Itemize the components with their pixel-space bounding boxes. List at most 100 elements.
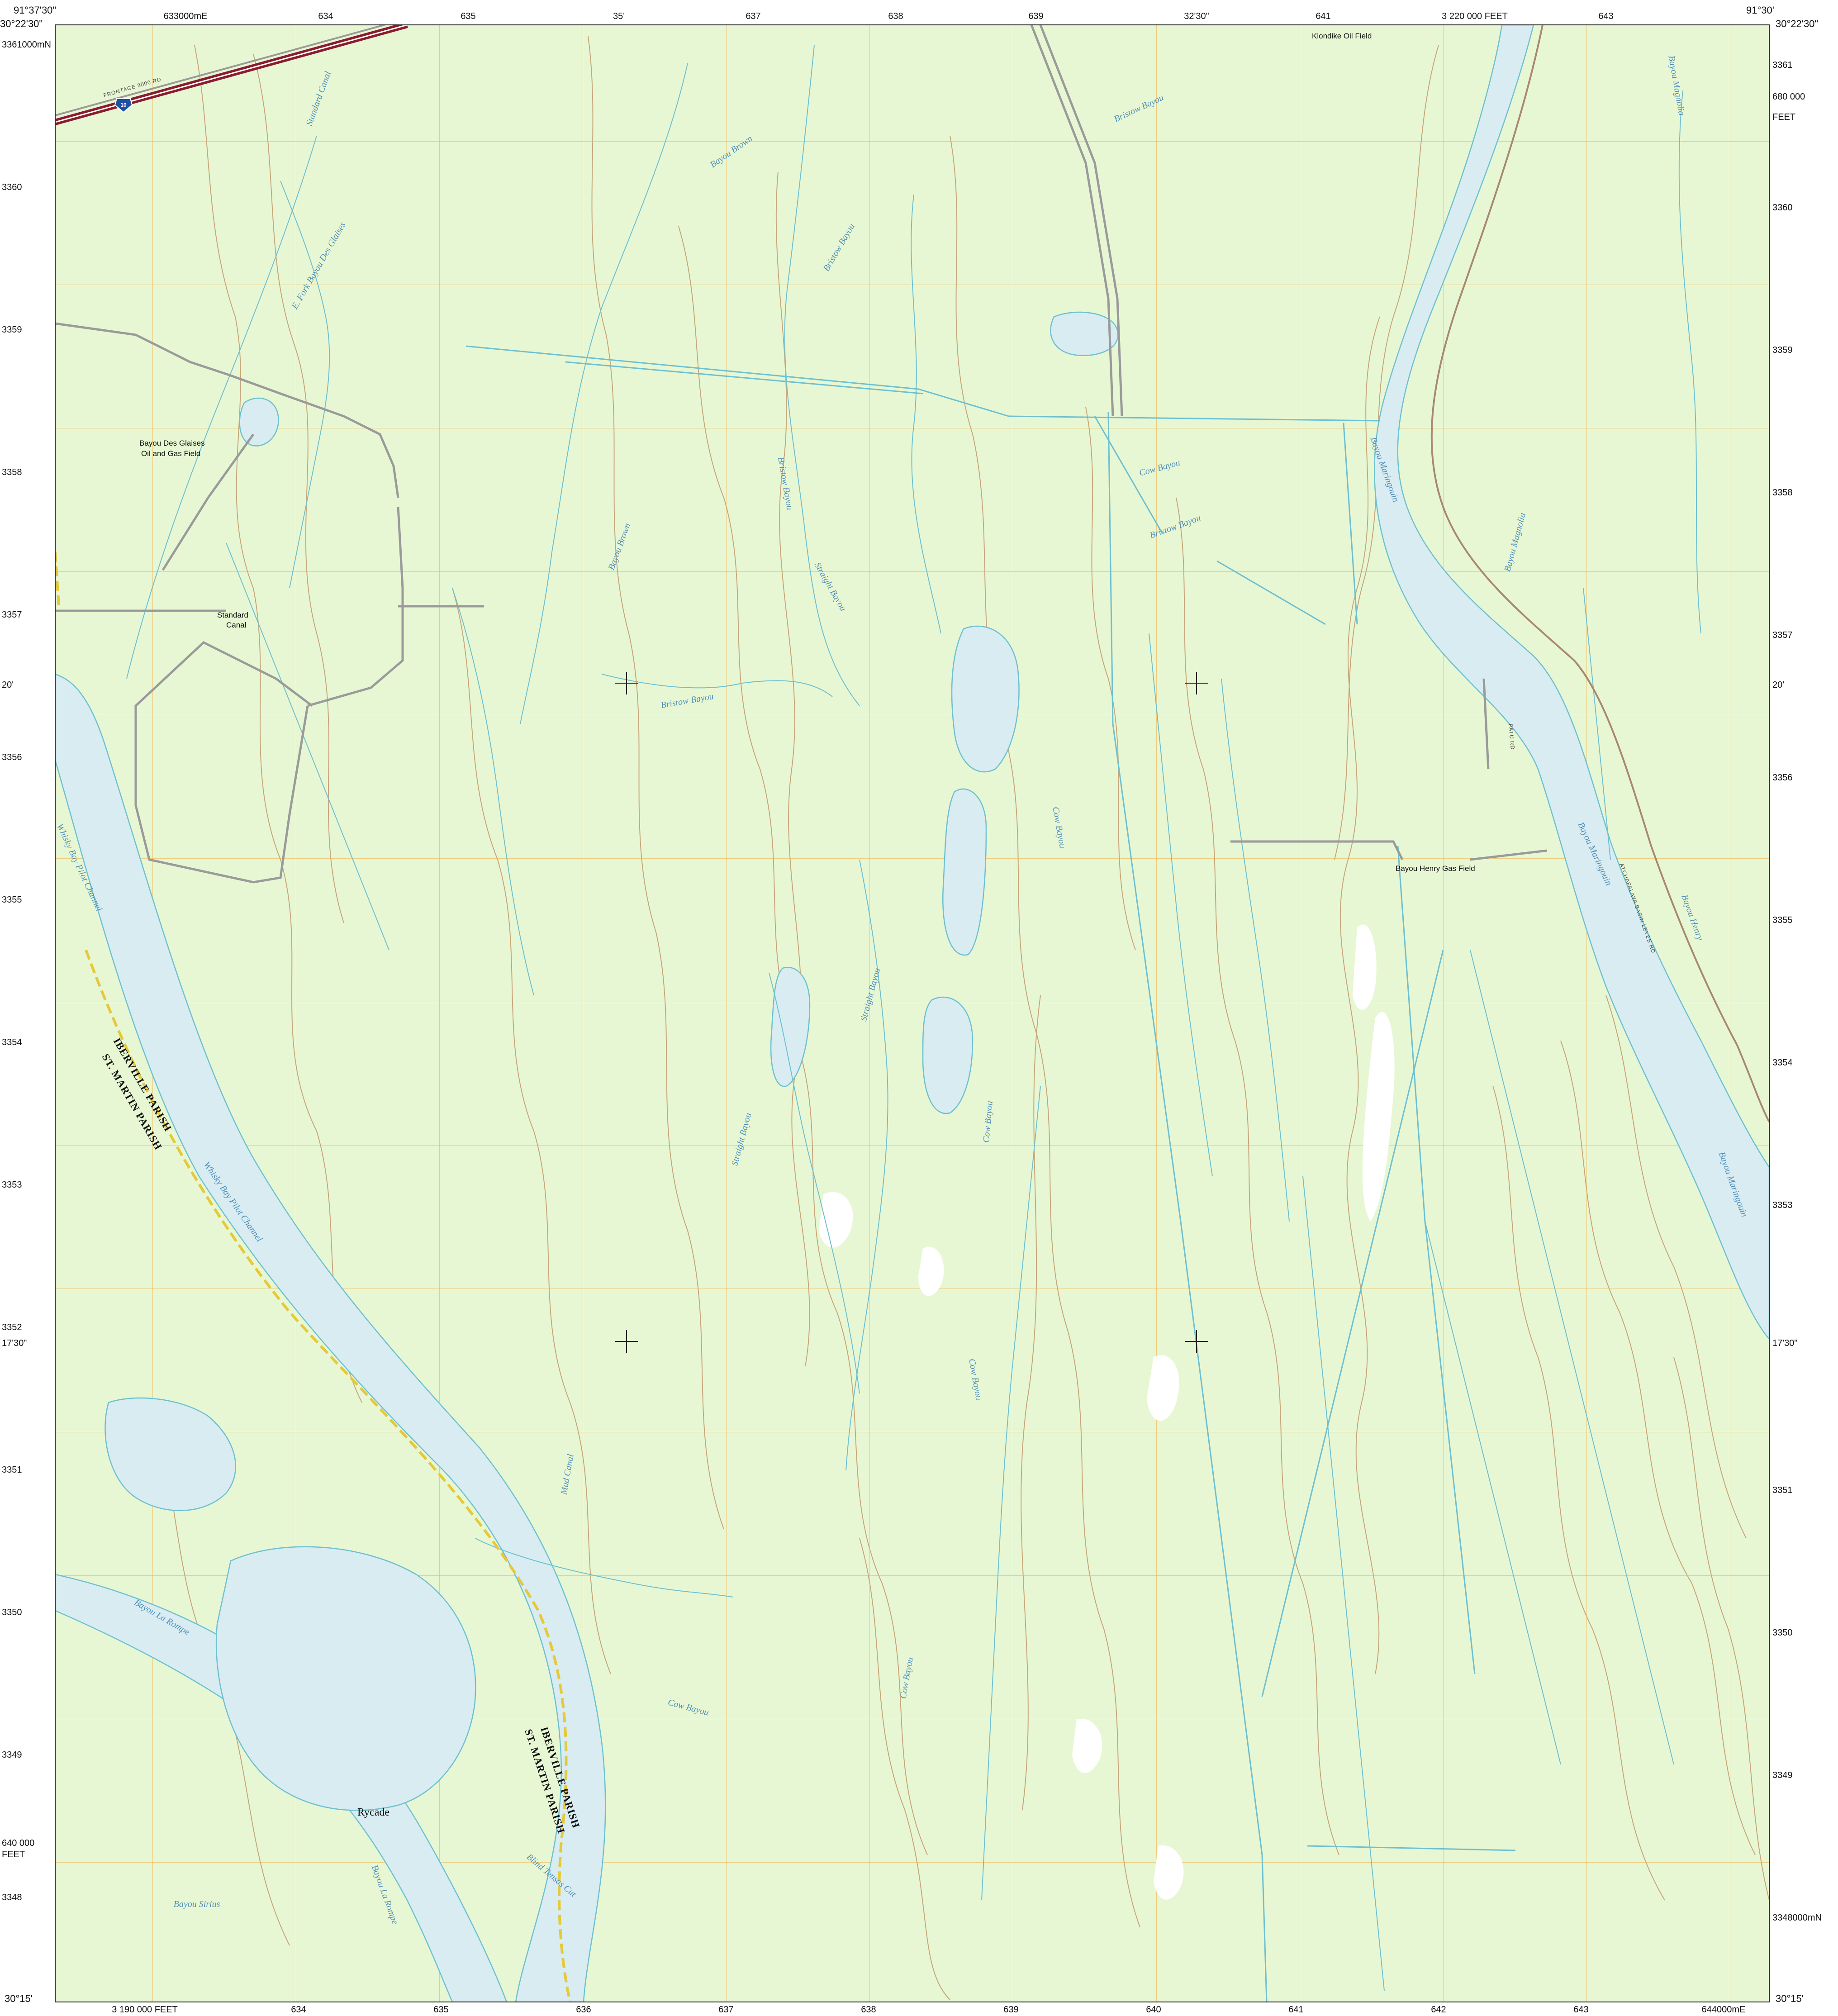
top_labels-6: 639: [1028, 11, 1043, 21]
bottom_labels-7: 640: [1146, 2005, 1161, 2014]
top_labels-1: 634: [318, 11, 333, 21]
corner-se-lat: 30°15': [1776, 1993, 1804, 2004]
right_labels-14: 3350: [1772, 1628, 1793, 1638]
bottom_labels-6: 639: [1003, 2005, 1018, 2014]
left_labels-0: 3361000mN: [2, 40, 51, 50]
north-pond: [104, 1397, 236, 1511]
corner-nw-lat: 30°22'30": [0, 18, 43, 29]
left_labels-7: 3355: [2, 895, 22, 905]
corner-ne-lat: 30°22'30": [1776, 18, 1818, 29]
clearings: [819, 924, 1395, 1900]
top_labels-2: 635: [461, 11, 475, 21]
left_labels-4: 3357: [2, 610, 22, 620]
water_names-28: Bayou Sirius: [174, 1899, 220, 1909]
bottom_labels-10: 643: [1573, 2005, 1588, 2014]
left_labels-14: 3349: [2, 1750, 22, 1760]
pond-field: [239, 397, 279, 447]
lake-center-3: [922, 996, 974, 1114]
right_labels-5: 3358: [1772, 488, 1793, 498]
top_labels-3: 35': [613, 11, 625, 21]
corner-nw-lon: 91°37'30": [14, 5, 56, 16]
left_labels-9: 3353: [2, 1180, 22, 1190]
left_labels-3: 3358: [2, 467, 22, 477]
lake-center-1: [951, 625, 1020, 773]
bottom_labels-3: 636: [576, 2005, 591, 2014]
right_labels-11: 3353: [1772, 1200, 1793, 1210]
canals: [465, 345, 1516, 2002]
right_labels-8: 3356: [1772, 773, 1793, 783]
left_labels-5: 20': [2, 680, 14, 690]
bottom_labels-4: 637: [718, 2005, 733, 2014]
top_labels-8: 641: [1316, 11, 1330, 21]
corner-sw-lat: 30°15': [5, 1993, 33, 2004]
lake-west: [770, 967, 811, 1087]
rycade-lake: [215, 1546, 476, 1811]
bottom_labels-5: 638: [861, 2005, 876, 2014]
water-bodies: [55, 25, 1769, 2002]
left_labels-1: 3360: [2, 182, 22, 192]
right_labels-16: 3348000mN: [1772, 1913, 1822, 1923]
right_labels-7: 20': [1772, 680, 1784, 690]
right_labels-4: 3359: [1772, 345, 1793, 355]
left_labels-6: 3356: [2, 752, 22, 762]
streams: [126, 45, 1701, 1991]
place-standard-canal-line2: Canal: [226, 621, 246, 629]
top_labels-7: 32'30": [1184, 11, 1209, 21]
place-labels: Klondike Oil Field Bayou Des Glaises Oil…: [139, 32, 1475, 1818]
levee-road: [1430, 25, 1769, 1122]
bottom_labels-11: 644000mE: [1702, 2005, 1746, 2014]
whisky-bay-pilot-channel: [55, 673, 606, 2002]
right_labels-3: 3360: [1772, 203, 1793, 213]
left_labels-15: 640 000: [2, 1838, 34, 1848]
left_labels-8: 3354: [2, 1037, 22, 1047]
bottom_labels-9: 642: [1431, 2005, 1446, 2014]
right_labels-9: 3355: [1772, 915, 1793, 925]
right_labels-10: 3354: [1772, 1058, 1793, 1068]
right_labels-6: 3357: [1772, 630, 1793, 640]
bayou-maringouin-river: [1373, 25, 1769, 1340]
tick-crosses: [615, 672, 1208, 1353]
left_labels-16: FEET: [2, 1850, 25, 1859]
interstate-10: [55, 25, 408, 125]
road-label-patu: PATU RD: [1507, 723, 1516, 750]
place-des-glaises-line1: Bayou Des Glaises: [139, 439, 205, 447]
left_labels-11: 17'30": [2, 1338, 27, 1348]
right_labels-1: 680 000: [1772, 92, 1805, 102]
left_labels-2: 3359: [2, 325, 22, 335]
left_labels-12: 3351: [2, 1465, 22, 1475]
top-edge-labels: 633000mE 634 635 35' 637 638 639 32'30" 641 3 220…: [164, 11, 1614, 21]
roads: [55, 25, 1548, 884]
top_labels-4: 637: [746, 11, 760, 21]
interstate-shield-number: 10: [120, 102, 127, 108]
left_labels-10: 3352: [2, 1322, 22, 1332]
place-standard-canal-line1: Standard: [217, 611, 248, 619]
bottom_labels-2: 635: [433, 2005, 448, 2014]
top_labels-0: 633000mE: [164, 11, 208, 21]
top_labels-9: 3 220 000 FEET: [1442, 11, 1508, 21]
top_labels-5: 638: [888, 11, 903, 21]
right_labels-13: 3351: [1772, 1485, 1793, 1495]
place-des-glaises-line2: Oil and Gas Field: [141, 449, 200, 458]
lake-center-2: [942, 788, 987, 956]
bottom_labels-8: 641: [1288, 2005, 1303, 2014]
right_labels-2: FEET: [1772, 112, 1795, 122]
place-bayou-henry-gas-field: Bayou Henry Gas Field: [1396, 864, 1475, 873]
corner-ne-lon: 91°30': [1746, 5, 1774, 16]
top_labels-10: 643: [1598, 11, 1613, 21]
left_labels-13: 3350: [2, 1607, 22, 1617]
left-edge-labels: 3361000mN 3360 3359 3358 3357 20' 3356 3355 3354…: [2, 40, 51, 1902]
parish-boundary: [55, 552, 571, 2002]
right_labels-0: 3361: [1772, 60, 1793, 70]
bottom_labels-1: 634: [291, 2005, 306, 2014]
right_labels-15: 3349: [1772, 1770, 1793, 1780]
left_labels-17: 3348: [2, 1892, 22, 1902]
right_labels-12: 17'30": [1772, 1338, 1797, 1348]
place-klondike-oil-field: Klondike Oil Field: [1312, 32, 1372, 40]
interstate-shield-icon: 10: [114, 98, 133, 113]
place-rycade: Rycade: [357, 1807, 389, 1818]
bottom_labels-0: 3 190 000 FEET: [112, 2005, 178, 2014]
bottom-edge-labels: 3 190 000 FEET 634 635 636 637 638 639 640 641 64…: [112, 2005, 1746, 2015]
